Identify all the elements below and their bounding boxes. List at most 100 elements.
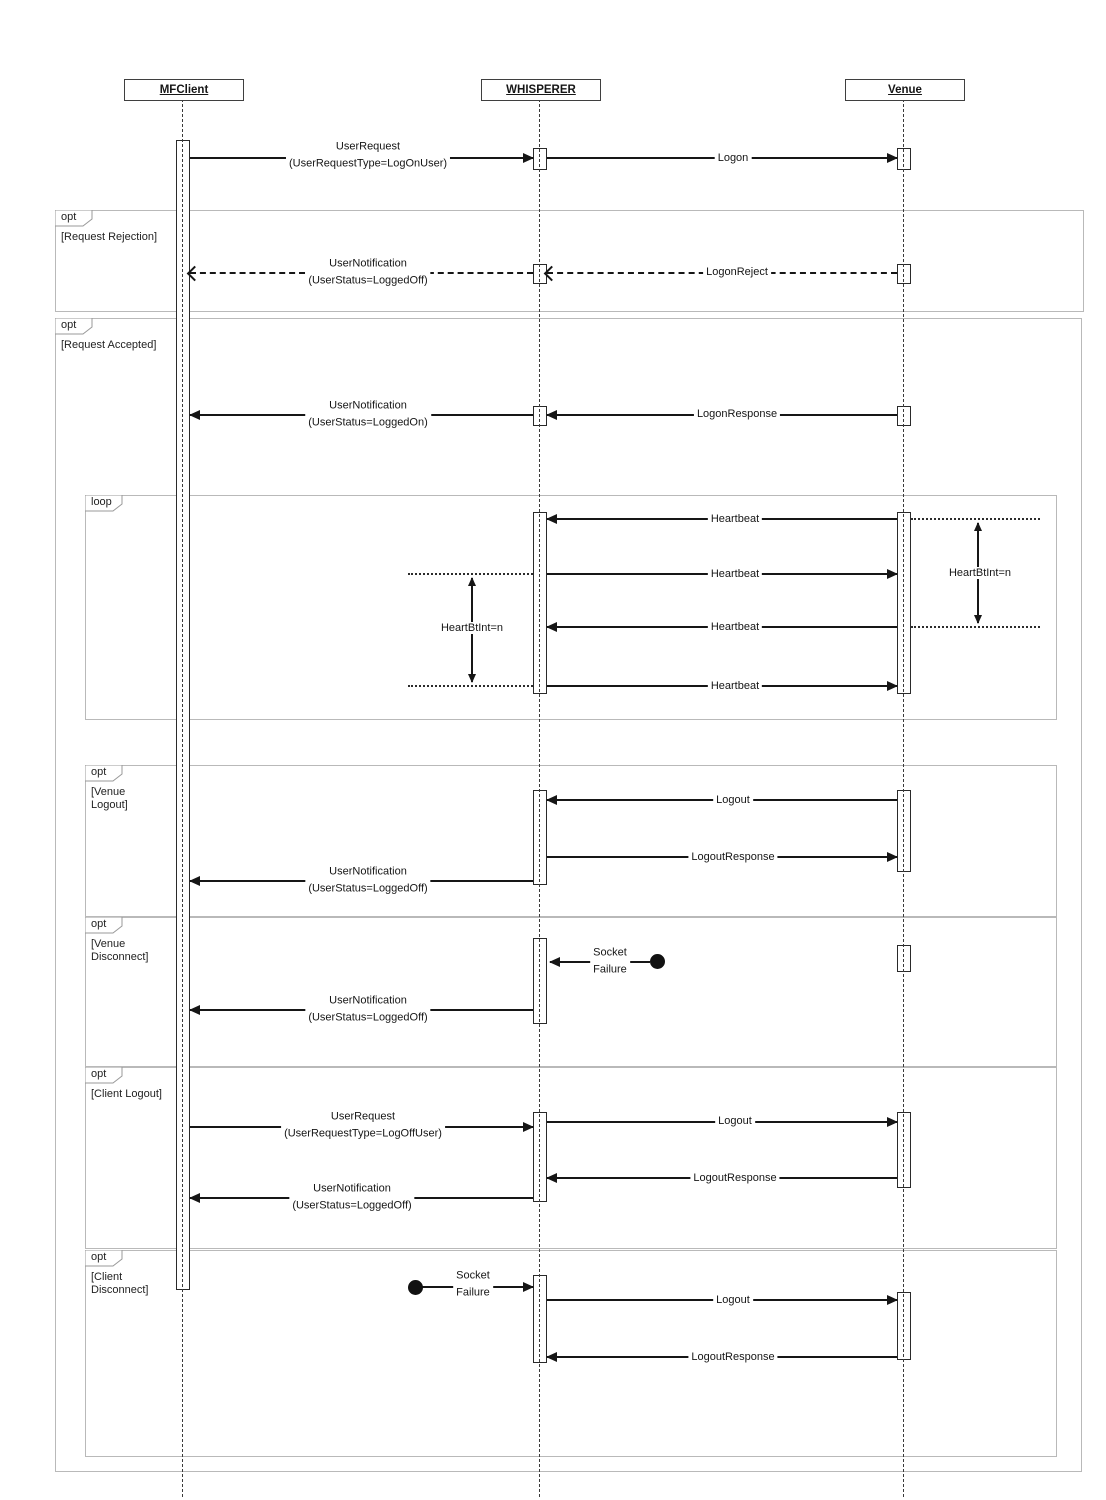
activation-bar-venue: [897, 406, 911, 426]
interval-guide-line: [408, 573, 533, 575]
frame-operator-label: loop: [91, 496, 112, 508]
frame-opt-venue-logout: opt [Venue Logout]: [85, 765, 1057, 917]
actor-box-mfclient: MFClient: [124, 79, 244, 101]
message-name: Logout: [716, 793, 750, 806]
message-detail: (UserRequestType=LogOnUser): [288, 157, 448, 169]
activation-bar-whisperer: [533, 1112, 547, 1202]
arrowhead-icon: [523, 1282, 534, 1292]
message-label: Logout: [715, 1112, 755, 1130]
arrowhead-icon: [546, 795, 557, 805]
message-detail: (UserStatus=LoggedOff): [308, 274, 428, 286]
interval-guide-line: [911, 626, 1040, 628]
message-detail: (UserStatus=LoggedOff): [292, 1199, 412, 1211]
message-detail: (UserStatus=LoggedOn): [308, 416, 428, 428]
message-name: Heartbeat: [710, 620, 760, 633]
frame-opt-venue-disconnect: opt [Venue Disconnect]: [85, 917, 1057, 1067]
message-name: Heartbeat: [710, 567, 760, 580]
arrowhead-icon: [523, 1122, 534, 1132]
message-name: UserNotification: [329, 399, 407, 412]
activation-bar-venue: [897, 148, 911, 170]
activation-bar-venue: [897, 1112, 911, 1188]
arrowhead-icon: [549, 957, 560, 967]
message-label: UserRequest (UserRequestType=LogOffUser): [281, 1108, 445, 1142]
interval-guide-line: [911, 518, 1040, 520]
frame-guard-label: [Request Accepted]: [61, 339, 157, 351]
message-name: LogoutResponse: [691, 1350, 775, 1363]
frame-opt-request-accepted: opt [Request Accepted]: [55, 318, 1082, 1472]
message-label: UserRequest (UserRequestType=LogOnUser): [285, 138, 451, 172]
frame-operator-tab: opt: [85, 1250, 123, 1267]
activation-bar-whisperer: [533, 1275, 547, 1363]
arrowhead-icon: [887, 1295, 898, 1305]
message-label: UserNotification (UserStatus=LoggedOn): [305, 397, 431, 431]
arrowhead-icon: [887, 1117, 898, 1127]
frame-guard-label: [Client Logout]: [91, 1088, 162, 1100]
message-label: LogonReject: [703, 263, 771, 281]
message-label: Heartbeat: [707, 677, 763, 695]
message-detail: (UserStatus=LoggedOff): [308, 1011, 428, 1023]
message-label: Logout: [713, 1291, 753, 1309]
arrowhead-icon: [189, 1005, 200, 1015]
activation-bar-whisperer: [533, 264, 547, 284]
message-label: UserNotification (UserStatus=LoggedOff): [305, 992, 431, 1026]
arrowhead-icon: [887, 852, 898, 862]
frame-operator-tab: loop: [85, 495, 123, 512]
arrowhead-icon: [546, 1352, 557, 1362]
frame-opt-request-rejection: opt [Request Rejection]: [55, 210, 1084, 312]
socket-failure-dot: [650, 954, 665, 969]
frame-tab-shape: [85, 917, 123, 934]
message-label: LogonResponse: [693, 405, 781, 423]
message-detail: (UserStatus=LoggedOff): [308, 882, 428, 894]
frame-guard-label: [Client Disconnect]: [91, 1271, 149, 1296]
actor-box-whisperer: WHISPERER: [481, 79, 601, 101]
frame-guard-label: [Venue Logout]: [91, 786, 128, 811]
arrowhead-icon: [546, 410, 557, 420]
frame-operator-tab: opt: [85, 917, 123, 934]
frame-tab-shape: [55, 318, 93, 335]
frame-operator-label: opt: [91, 766, 107, 778]
arrowhead-icon: [546, 514, 557, 524]
message-name: LogonReject: [706, 265, 768, 278]
message-name: Socket: [456, 1269, 490, 1282]
actor-name: Venue: [888, 84, 922, 96]
frame-tab-shape: [85, 495, 123, 512]
activation-bar-venue: [897, 1292, 911, 1360]
activation-bar-whisperer: [533, 148, 547, 170]
message-name: LogoutResponse: [693, 1171, 777, 1184]
lifeline-venue: [903, 99, 904, 1497]
arrowhead-icon: [887, 569, 898, 579]
arrowhead-down-icon: [468, 674, 476, 683]
arrowhead-icon: [887, 153, 898, 163]
message-name: Logout: [716, 1293, 750, 1306]
arrowhead-icon: [523, 153, 534, 163]
message-label: Socket Failure: [453, 1267, 493, 1301]
message-name: UserNotification: [329, 994, 407, 1007]
message-name: Logon: [717, 151, 749, 164]
frame-operator-tab: opt: [85, 1067, 123, 1084]
arrowhead-icon: [546, 622, 557, 632]
activation-bar-mfclient: [176, 140, 190, 1290]
message-detail: (UserRequestType=LogOffUser): [284, 1127, 442, 1139]
message-name: UserNotification: [329, 257, 407, 270]
interval-label: HeartBtInt=n: [945, 567, 1015, 579]
activation-bar-whisperer: [533, 512, 547, 694]
frame-opt-client-logout: opt [Client Logout]: [85, 1067, 1057, 1249]
message-label: Heartbeat: [707, 618, 763, 636]
message-label: LogoutResponse: [690, 1169, 780, 1187]
message-name: LogoutResponse: [691, 850, 775, 863]
frame-operator-label: opt: [61, 211, 77, 223]
actor-name: WHISPERER: [506, 84, 576, 96]
message-name: UserNotification: [329, 865, 407, 878]
activation-bar-whisperer: [533, 790, 547, 885]
actor-name: MFClient: [159, 84, 209, 96]
arrowhead-icon: [887, 681, 898, 691]
message-name: UserRequest: [330, 1110, 396, 1123]
frame-opt-client-disconnect: opt [Client Disconnect]: [85, 1250, 1057, 1457]
message-name: Heartbeat: [710, 512, 760, 525]
message-label: Logon: [714, 149, 752, 167]
frame-operator-label: opt: [91, 918, 107, 930]
frame-operator-tab: opt: [85, 765, 123, 782]
frame-operator-label: opt: [91, 1068, 107, 1080]
frame-tab-shape: [85, 1067, 123, 1084]
